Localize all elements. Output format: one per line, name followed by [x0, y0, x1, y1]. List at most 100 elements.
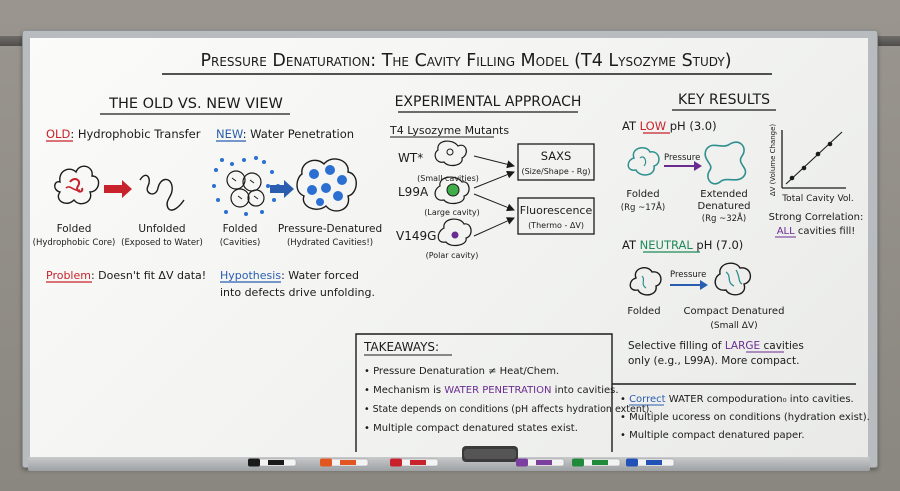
mutant-v149g-note: (Polar cavity): [426, 251, 479, 260]
takeaway-item-4: • Multiple compact denatured states exis…: [364, 423, 578, 434]
compact-label-2: (Small ΔV): [710, 321, 757, 331]
selective-line-1: Selective filling of LARGE cavities: [628, 340, 804, 352]
side-note-3-text: Multiple compact denatured paper.: [629, 430, 804, 441]
extended-label-2: Denatured: [698, 201, 751, 212]
saxs-sub: (Size/Shape - Rg): [521, 167, 590, 176]
pd-label: Pressure-Denatured: [278, 223, 382, 235]
takeaways-box: [355, 333, 613, 452]
unfolded-chain-icon: [139, 174, 185, 211]
mechanism-post: into cavities.: [551, 385, 618, 396]
green-marker[interactable]: [572, 458, 621, 467]
pressure-arrow-neutral-head: [700, 280, 708, 290]
low-folded-rg: (Rg ~17Å): [621, 201, 665, 213]
markers: [248, 458, 675, 467]
correlation-line-1: Strong Correlation:: [769, 212, 864, 223]
results-heading: Key results: [678, 92, 770, 108]
hyp-prefix: Hypothesis: [220, 269, 281, 282]
side-note-2: • Multiple ucoress on conditions (hydrat…: [620, 412, 870, 423]
side-note-1-rest: WATER compoduration₀ into cavities.: [666, 394, 854, 405]
selective-post: cavities: [764, 340, 804, 352]
correlation-line-2: ALL cavities fill!: [777, 226, 856, 237]
problem-line: Problem: Doesn't fit ΔV data!: [46, 269, 206, 282]
folded-cav-sublabel: (Cavities): [220, 238, 261, 248]
takeaways-heading: Takeaways:: [363, 340, 439, 354]
correlation-plot: [781, 130, 846, 189]
unfolded-label: Unfolded: [138, 223, 185, 235]
pressure-label-low: Pressure: [664, 153, 700, 163]
new-label-line: NEW: Water Penetration: [216, 127, 354, 141]
mutant-l99a-note: (Large cavity): [424, 208, 479, 217]
folded-label: Folded: [57, 223, 92, 235]
problem-rest: : Doesn't fit ΔV data!: [91, 269, 206, 282]
low-ph-pre: AT: [622, 119, 637, 133]
corr-rest: cavities fill!: [798, 226, 855, 237]
eraser-felt: [464, 449, 516, 459]
low-ph-post: pH (3.0): [670, 119, 717, 133]
pressure-denatured-hydrated-icon: [296, 158, 357, 212]
wt-protein-icon: [434, 140, 467, 167]
neutral-post: pH (7.0): [696, 238, 743, 252]
takeaway-item-2: • Mechanism is WATER PENETRATION into ca…: [364, 385, 619, 396]
old-label-line: OLD: Hydrophobic Transfer: [46, 127, 201, 141]
folded-cavities-icon: [226, 170, 265, 208]
plot-xlabel: Total Cavity Vol.: [781, 194, 854, 204]
corr-all: ALL: [777, 226, 795, 237]
folded-hydrophobic-core-icon: [54, 165, 100, 205]
hypothesis-line: Hypothesis: Water forced: [220, 269, 359, 282]
blue-marker[interactable]: [626, 458, 675, 467]
compact-label-1: Compact Denatured: [684, 306, 785, 317]
old-new-heading: The old vs. new view: [108, 96, 283, 112]
selective-line-2: only (e.g., L99A). More compact.: [628, 355, 799, 367]
saxs-box: [517, 143, 595, 181]
takeaway-text-1: Pressure Denaturation ≠ Heat/Chem.: [373, 366, 559, 377]
mutants-subheading: T4 Lysozyme Mutants: [389, 124, 509, 137]
folded-cav-label: Folded: [223, 223, 258, 235]
extended-denatured-icon: [704, 141, 747, 185]
low-ph-word: LOW: [640, 119, 666, 133]
mutant-l99a-name: L99A: [398, 185, 429, 199]
purple-marker[interactable]: [516, 458, 565, 467]
fluor-title: Fluorescence: [520, 204, 593, 217]
side-note-3: • Multiple compact denatured paper.: [620, 430, 805, 441]
neutral-pre: AT: [622, 238, 637, 252]
folded-sublabel: (Hydrophobic Core): [33, 238, 116, 248]
hyp-rest2: into defects drive unfolding.: [220, 286, 375, 299]
old-prefix: OLD: [46, 127, 70, 141]
pressure-label-neutral: Pressure: [670, 270, 706, 280]
low-ph-line: AT LOW pH (3.0): [622, 119, 717, 133]
experimental-heading: Experimental approach: [395, 94, 582, 110]
neutral-word: NEUTRAL: [640, 238, 694, 252]
saxs-title: SAXS: [541, 149, 572, 163]
problem-prefix: Problem: [46, 269, 91, 282]
blue-arrow-icon: [270, 180, 294, 198]
plot-ylabel: ΔV (Volume Change): [769, 124, 777, 197]
extended-label-1: Extended: [700, 189, 748, 200]
orange-marker[interactable]: [320, 458, 369, 467]
red-arrow-icon: [104, 180, 132, 198]
side-note-1-underlined: Correct: [629, 394, 666, 405]
mechanism-word: WATER PENETRATION: [444, 385, 551, 396]
neutral-folded-icon: [629, 267, 662, 296]
takeaway-text-4: Multiple compact denatured states exist.: [373, 423, 578, 434]
extended-rg: (Rg ~32Å): [702, 212, 746, 224]
red-marker[interactable]: [390, 458, 439, 467]
mechanism-pre: Mechanism is: [373, 385, 444, 396]
board-title: Pressure Denaturation: The Cavity Fillin…: [200, 51, 731, 71]
mutant-wt-name: WT*: [398, 151, 423, 165]
new-rest: : Water Penetration: [243, 127, 354, 141]
water-dots-icon: [212, 156, 280, 216]
fluor-sub: (Thermo - ΔV): [528, 221, 584, 230]
selective-word: LARGE: [725, 340, 760, 352]
l99a-protein-icon: [434, 176, 470, 205]
fluorescence-box: [517, 197, 595, 235]
black-marker[interactable]: [248, 458, 297, 467]
neutral-ph-line: AT NEUTRAL pH (7.0): [622, 238, 743, 252]
whiteboard-surface: [30, 38, 868, 457]
low-folded-label: Folded: [626, 189, 659, 200]
new-prefix: NEW: [216, 127, 243, 141]
takeaway-item-1: • Pressure Denaturation ≠ Heat/Chem.: [364, 366, 559, 377]
mutant-v149g-name: V149G: [396, 229, 436, 243]
side-note-2-text: Multiple ucoress on conditions (hydratio…: [629, 412, 870, 423]
takeaway-item-3: • State depends on conditions (pH affect…: [364, 404, 652, 415]
